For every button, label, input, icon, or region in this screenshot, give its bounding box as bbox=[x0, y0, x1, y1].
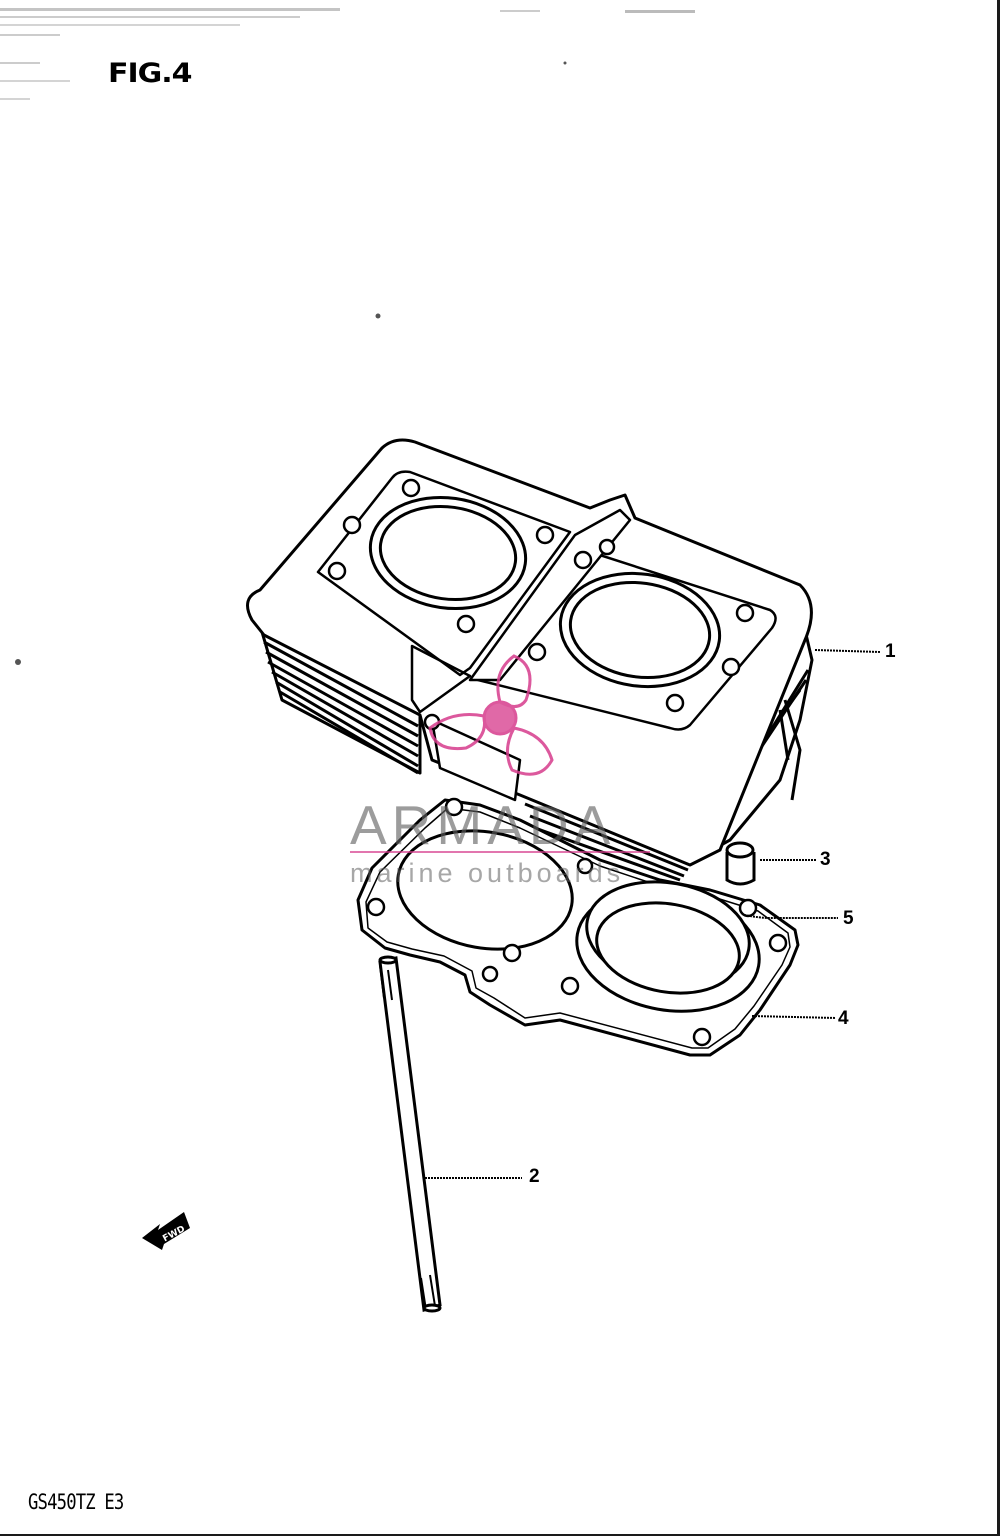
page-border-bottom bbox=[0, 1534, 1000, 1536]
armada-logo-icon bbox=[428, 654, 554, 776]
figure-title: FIG.4 bbox=[108, 57, 193, 90]
callout-part-3: 3 bbox=[820, 849, 831, 870]
fwd-arrow-icon: FWD bbox=[142, 1212, 190, 1250]
cylinder-sleeve-ring bbox=[575, 880, 761, 1013]
dowel-pin bbox=[725, 841, 756, 886]
callout-part-2: 2 bbox=[529, 1166, 540, 1187]
callout-part-5: 5 bbox=[843, 908, 854, 929]
watermark-tagline: marine outboards bbox=[350, 858, 625, 888]
callout-part-1: 1 bbox=[885, 641, 896, 662]
page-border-right bbox=[997, 0, 1000, 1536]
scan-noise bbox=[0, 8, 695, 665]
watermark-brand: ARMADA bbox=[350, 794, 616, 856]
gasket-holes bbox=[366, 797, 788, 1047]
model-code: GS450TZ E3 bbox=[28, 1490, 124, 1514]
leader-lines bbox=[425, 649, 881, 1179]
cylinder-bores bbox=[368, 495, 722, 689]
callout-part-4: 4 bbox=[838, 1008, 849, 1029]
stud-bolt bbox=[378, 955, 442, 1313]
